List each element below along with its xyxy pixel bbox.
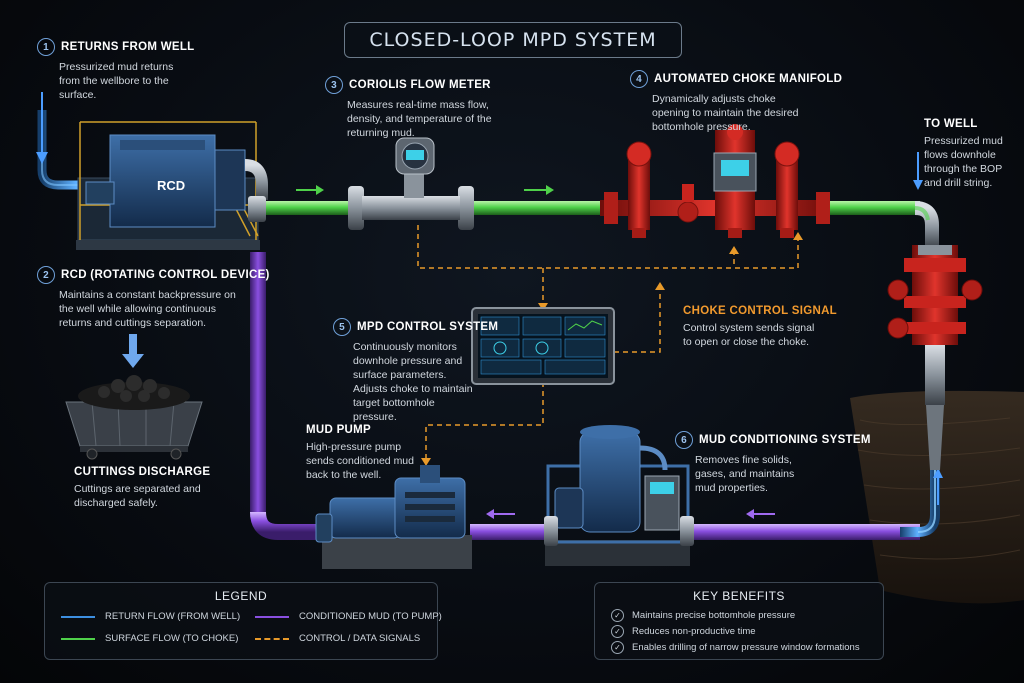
legend-swatch-control <box>255 637 289 640</box>
mud-pump <box>315 465 472 569</box>
drill-string <box>926 405 944 470</box>
signal-arrowhead-pump <box>421 458 431 466</box>
callout-rcd-title: RCD (ROTATING CONTROL DEVICE) <box>61 269 270 282</box>
legend-panel: LEGEND RETURN FLOW (FROM WELL) CONDITION… <box>44 582 442 660</box>
legend-label-return: RETURN FLOW (FROM WELL) <box>105 611 241 622</box>
callout-to-well: TO WELL Pressurized mud flows downhole t… <box>924 118 1018 190</box>
legend-item-return: RETURN FLOW (FROM WELL) <box>61 611 240 622</box>
to-well-arrowhead <box>913 180 923 190</box>
callout-returns: 1 RETURNS FROM WELL Pressurized mud retur… <box>37 38 194 102</box>
mud-flow-arrowhead-1 <box>486 509 494 519</box>
downhole-flow-arrowhead <box>933 468 943 478</box>
rcd-unit <box>76 121 268 250</box>
benefit-item: ✓ Enables drilling of narrow pressure wi… <box>611 641 860 654</box>
callout-choke-text: Dynamically adjusts choke opening to mai… <box>652 93 799 133</box>
signal-arrowhead-choke-1 <box>793 232 803 240</box>
legend-label-conditioned: CONDITIONED MUD (TO PUMP) <box>299 611 442 622</box>
conditioning-skid <box>544 425 694 566</box>
legend-item-control: CONTROL / DATA SIGNALS <box>255 633 420 644</box>
mud-flow-arrowhead-2 <box>746 509 754 519</box>
callout-rcd-text: Maintains a constant backpressure on the… <box>59 289 236 329</box>
benefit-text: Reduces non-productive time <box>632 626 756 637</box>
callout-coriolis: 3 CORIOLIS FLOW METER Measures real-time … <box>325 76 495 140</box>
cuttings-bin <box>65 375 203 460</box>
title-banner: CLOSED-LOOP MPD SYSTEM <box>344 22 682 58</box>
callout-returns-title: RETURNS FROM WELL <box>61 41 195 54</box>
callout-number-3: 3 <box>325 76 343 94</box>
legend-label-surface: SURFACE FLOW (TO CHOKE) <box>105 633 239 644</box>
callout-number-4: 4 <box>630 70 648 88</box>
surface-pipe-2 <box>470 201 605 215</box>
callout-to-well-title: TO WELL <box>924 118 978 130</box>
page-title: CLOSED-LOOP MPD SYSTEM <box>369 29 657 51</box>
signal-arrowhead-signal <box>655 282 665 290</box>
mud-pipe-elbow-left <box>250 511 322 540</box>
callout-cuttings-title: CUTTINGS DISCHARGE <box>74 466 211 478</box>
benefit-text: Maintains precise bottomhole pressure <box>632 610 796 621</box>
casing <box>925 345 945 405</box>
surface-flow-arrowhead-2 <box>546 185 554 195</box>
legend-swatch-conditioned <box>255 615 289 618</box>
mud-return-riser <box>250 252 266 517</box>
surface-pipe-elbow <box>914 201 939 248</box>
callout-number-1: 1 <box>37 38 55 56</box>
choke-manifold <box>600 124 830 238</box>
check-icon: ✓ <box>611 641 624 654</box>
callout-to-well-text: Pressurized mud flows downhole through t… <box>924 135 1003 189</box>
callout-number-5: 5 <box>333 318 351 336</box>
mud-pipe-pump-to-cond <box>470 524 550 540</box>
callout-cuttings-text: Cuttings are separated and discharged sa… <box>74 483 201 509</box>
legend-label-control: CONTROL / DATA SIGNALS <box>299 633 421 644</box>
legend-title: LEGEND <box>214 589 268 603</box>
callout-mud-pump-text: High-pressure pump sends conditioned mud… <box>306 441 414 481</box>
callout-conditioning: 6 MUD CONDITIONING SYSTEM Removes fine so… <box>675 431 870 495</box>
callout-mud-pump-title: MUD PUMP <box>306 424 372 436</box>
check-icon: ✓ <box>611 625 624 638</box>
callout-choke-title: AUTOMATED CHOKE MANIFOLD <box>654 73 843 86</box>
benefit-item: ✓ Reduces non-productive time <box>611 625 756 638</box>
signal-arrowhead-choke-2 <box>729 246 739 254</box>
callout-choke-signal-title: CHOKE CONTROL SIGNAL <box>683 305 838 317</box>
rcd-equipment-label: RCD <box>157 178 186 193</box>
surface-pipe-3 <box>825 201 920 215</box>
mud-pipe-cond-to-well <box>690 524 920 540</box>
callout-number-6: 6 <box>675 431 693 449</box>
callout-coriolis-title: CORIOLIS FLOW METER <box>349 79 491 92</box>
surface-flow-arrowhead-1 <box>316 185 324 195</box>
benefits-title: KEY BENEFITS <box>693 589 785 603</box>
callout-conditioning-text: Removes fine solids, gases, and maintain… <box>695 454 795 494</box>
callout-control: 5 MPD CONTROL SYSTEM Continuously monitor… <box>333 318 498 424</box>
callout-mud-pump: MUD PUMP High-pressure pump sends condit… <box>306 424 426 482</box>
callout-returns-text: Pressurized mud returns from the wellbor… <box>59 61 174 101</box>
legend-swatch-surface <box>61 637 95 640</box>
check-icon: ✓ <box>611 609 624 622</box>
callout-number-2: 2 <box>37 266 55 284</box>
coriolis-meter <box>348 137 474 230</box>
callout-choke: 4 AUTOMATED CHOKE MANIFOLD Dynamically ad… <box>630 70 842 134</box>
callout-rcd: 2 RCD (ROTATING CONTROL DEVICE) Maintains… <box>37 266 269 330</box>
surface-pipe-1 <box>262 201 357 215</box>
callout-control-title: MPD CONTROL SYSTEM <box>357 321 499 334</box>
cuttings-arrow-head <box>122 354 144 368</box>
callout-choke-signal-text: Control system sends signal to open or c… <box>683 322 815 348</box>
benefit-item: ✓ Maintains precise bottomhole pressure <box>611 609 795 622</box>
callout-conditioning-title: MUD CONDITIONING SYSTEM <box>699 434 871 447</box>
benefit-text: Enables drilling of narrow pressure wind… <box>632 642 860 653</box>
bop-stack <box>887 245 983 345</box>
callout-coriolis-text: Measures real-time mass flow, density, a… <box>347 99 492 139</box>
control-monitor <box>471 307 615 385</box>
legend-swatch-return <box>61 615 95 618</box>
legend-item-surface: SURFACE FLOW (TO CHOKE) <box>61 633 238 644</box>
cuttings-arrow-shaft <box>129 334 137 356</box>
callout-control-text: Continuously monitors downhole pressure … <box>353 341 473 423</box>
callout-choke-signal: CHOKE CONTROL SIGNAL Control system send… <box>683 305 838 349</box>
legend-item-conditioned: CONDITIONED MUD (TO PUMP) <box>255 611 442 622</box>
return-flow-arrowhead <box>36 152 48 164</box>
callout-cuttings: CUTTINGS DISCHARGE Cuttings are separate… <box>74 466 224 510</box>
benefits-panel: KEY BENEFITS ✓ Maintains precise bottomh… <box>594 582 884 660</box>
return-inlet-highlight <box>41 110 110 186</box>
